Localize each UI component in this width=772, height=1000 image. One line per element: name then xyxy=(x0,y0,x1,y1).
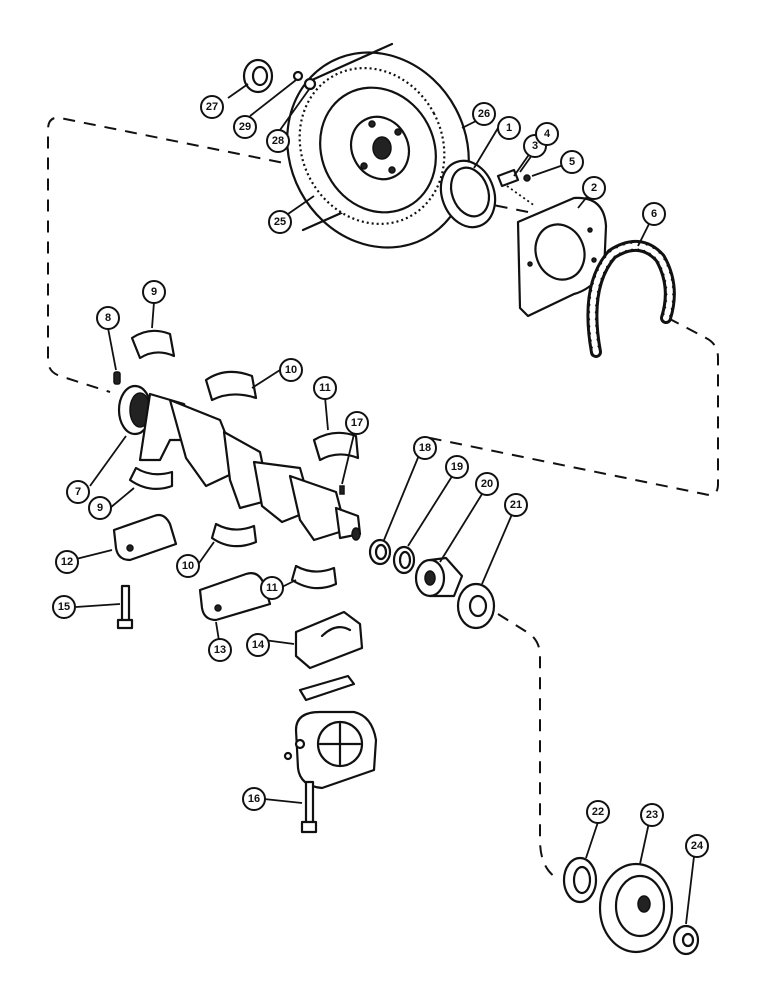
callout-12: 12 xyxy=(55,550,79,574)
svg-text:7: 7 xyxy=(75,486,81,498)
callout-27: 27 xyxy=(200,95,224,119)
svg-text:20: 20 xyxy=(481,478,493,490)
callout-18: 18 xyxy=(413,436,437,460)
svg-text:29: 29 xyxy=(239,121,251,133)
callout-16: 16 xyxy=(242,787,266,811)
thrust-washer-18 xyxy=(368,538,392,566)
main-bearing-shell-11-upper xyxy=(312,431,360,462)
callout-11-upper: 11 xyxy=(313,376,337,400)
svg-text:14: 14 xyxy=(252,639,265,651)
bushing-large xyxy=(303,77,317,91)
rear-rope-seal xyxy=(586,240,676,358)
callout-8: 8 xyxy=(96,306,120,330)
rear-oil-seal xyxy=(439,159,497,229)
callout-1: 1 xyxy=(497,116,521,140)
bushing-small xyxy=(292,70,304,82)
assembly-dash-line-right xyxy=(429,317,719,496)
svg-text:10: 10 xyxy=(182,560,194,572)
svg-text:22: 22 xyxy=(592,806,604,818)
svg-text:9: 9 xyxy=(97,502,103,514)
callout-20: 20 xyxy=(475,472,499,496)
svg-text:26: 26 xyxy=(478,108,490,120)
svg-text:25: 25 xyxy=(274,216,286,228)
pin-dot-line xyxy=(506,185,536,207)
assembly-dash-line-front xyxy=(497,613,561,881)
oil-slinger-21 xyxy=(456,582,496,630)
svg-text:21: 21 xyxy=(510,499,522,511)
crankshaft-gear-20 xyxy=(414,556,464,598)
main-bearing-shell-10-upper xyxy=(204,370,258,402)
svg-text:12: 12 xyxy=(61,556,73,568)
retainer-bolt xyxy=(496,168,531,188)
svg-text:19: 19 xyxy=(451,461,463,473)
svg-text:3: 3 xyxy=(532,140,538,152)
svg-text:24: 24 xyxy=(691,840,704,852)
svg-text:2: 2 xyxy=(591,182,597,194)
bearing-cap-14 xyxy=(294,610,364,670)
callout-2: 2 xyxy=(582,176,606,200)
callout-6: 6 xyxy=(642,202,666,226)
thrust-washer-19 xyxy=(392,545,416,575)
svg-text:8: 8 xyxy=(105,312,111,324)
callout-19: 19 xyxy=(445,455,469,479)
oil-pump xyxy=(283,674,378,790)
callout-11-lower: 11 xyxy=(260,576,284,600)
callout-10-upper: 10 xyxy=(279,358,303,382)
callout-23: 23 xyxy=(640,803,664,827)
svg-text:5: 5 xyxy=(569,156,575,168)
pilot-bearing xyxy=(242,58,274,94)
crankshaft-pulley xyxy=(598,862,674,954)
rear-seal-retainer xyxy=(516,196,608,318)
assembly-dash-line-rear xyxy=(47,116,529,393)
svg-text:15: 15 xyxy=(58,601,70,613)
bearing-cap-13 xyxy=(198,572,272,622)
svg-text:11: 11 xyxy=(266,582,278,594)
key-17 xyxy=(339,485,345,495)
svg-text:13: 13 xyxy=(214,644,226,656)
flywheel xyxy=(286,42,470,249)
callout-24: 24 xyxy=(685,834,709,858)
pulley-nut xyxy=(672,924,700,956)
main-bearing-shell-10-lower xyxy=(210,522,258,548)
main-bearing-shell-9-lower xyxy=(128,466,174,491)
callout-5: 5 xyxy=(560,150,584,174)
callout-17: 17 xyxy=(345,411,369,435)
dowel-pin-8 xyxy=(113,371,121,385)
svg-text:9: 9 xyxy=(151,286,157,298)
pump-bolt-16 xyxy=(300,780,318,834)
callout-14: 14 xyxy=(246,633,270,657)
cap-bolt-15 xyxy=(116,584,134,630)
callout-15: 15 xyxy=(52,595,76,619)
main-bearing-shell-11-lower xyxy=(290,564,338,590)
svg-text:10: 10 xyxy=(285,364,297,376)
callout-13: 13 xyxy=(208,638,232,662)
svg-text:23: 23 xyxy=(646,809,658,821)
main-bearing-shell-9-upper xyxy=(130,329,176,360)
callout-29: 29 xyxy=(233,115,257,139)
callout-26: 26 xyxy=(472,102,496,126)
svg-text:11: 11 xyxy=(319,382,331,394)
front-seal xyxy=(562,856,598,904)
svg-text:18: 18 xyxy=(419,442,431,454)
callout-9-upper: 9 xyxy=(142,280,166,304)
crankshaft xyxy=(117,384,362,542)
callout-4: 4 xyxy=(535,122,559,146)
svg-text:6: 6 xyxy=(651,208,657,220)
svg-text:4: 4 xyxy=(544,128,551,140)
svg-text:16: 16 xyxy=(248,793,260,805)
callout-22: 22 xyxy=(586,800,610,824)
callout-25: 25 xyxy=(268,210,292,234)
svg-text:1: 1 xyxy=(506,122,512,134)
callout-28: 28 xyxy=(266,129,290,153)
callout-10-lower: 10 xyxy=(176,554,200,578)
svg-text:28: 28 xyxy=(272,135,284,147)
svg-text:27: 27 xyxy=(206,101,218,113)
callout-7: 7 xyxy=(66,480,90,504)
svg-text:17: 17 xyxy=(351,417,363,429)
callout-21: 21 xyxy=(504,493,528,517)
callout-9-lower: 9 xyxy=(88,496,112,520)
bearing-cap-12 xyxy=(112,513,178,562)
